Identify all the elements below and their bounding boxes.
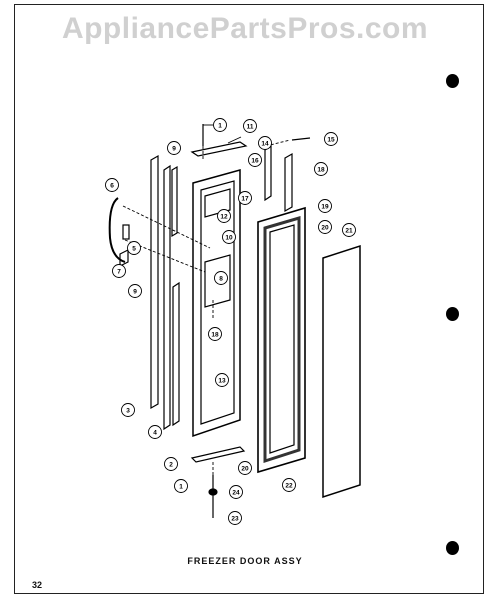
guide-line: [124, 239, 206, 273]
callout-label: 21: [345, 228, 353, 235]
callout-14: [258, 136, 272, 150]
callout-22: [282, 478, 296, 492]
callout-15: [324, 132, 338, 146]
watermark-text: AppliancePartsPros.com: [61, 12, 429, 45]
door-frame-inner: [200, 180, 235, 425]
callout-24: [229, 485, 243, 499]
callout-10: [222, 230, 236, 244]
callout-label: 12: [220, 214, 228, 221]
door-frame-outer: [192, 169, 241, 438]
callout-23: [228, 511, 242, 525]
part-4-strip: [163, 164, 171, 431]
part-6-handle: [108, 197, 126, 263]
binder-hole-bottom: [446, 541, 459, 555]
callout-16: [248, 153, 262, 167]
guide-line: [122, 205, 211, 249]
part-2-cap: [190, 446, 246, 463]
callout-3: [121, 403, 135, 417]
callout-label: 1: [179, 484, 183, 491]
callout-label: 19: [321, 204, 329, 211]
callout-label: 4: [153, 430, 157, 437]
part-21-panel: [322, 244, 361, 499]
part-18-strip: [172, 281, 180, 427]
callout-7: [112, 264, 126, 278]
callout-19: [318, 199, 332, 213]
page-border: [14, 4, 484, 594]
callout-label: 22: [285, 483, 293, 490]
callout-label: 5: [132, 246, 136, 253]
callout-label: 15: [327, 137, 335, 144]
screw-15: [291, 137, 311, 141]
part-9-strip: [171, 165, 178, 238]
callout-5: [127, 241, 141, 255]
callout-label: 20: [241, 466, 249, 473]
callout-21: [342, 223, 356, 237]
gasket-opening: [269, 224, 295, 454]
callout-2: [164, 457, 178, 471]
callout-20-bottom: [238, 461, 252, 475]
binder-hole-top: [446, 74, 459, 88]
callout-18-bottom: [208, 327, 222, 341]
part-11-cap: [190, 141, 248, 157]
callout-1-top: [213, 118, 227, 132]
part-24-plug: [208, 488, 218, 496]
page-number: 32: [32, 580, 43, 590]
callout-label: 24: [232, 490, 240, 497]
callout-label: 1: [218, 123, 222, 130]
callout-label: 2: [169, 462, 173, 469]
callout-label: 14: [261, 141, 269, 148]
callout-4: [148, 425, 162, 439]
callout-label: 17: [241, 196, 249, 203]
callout-9-bottom: [128, 284, 142, 298]
callout-1-bottom: [174, 479, 188, 493]
callout-13: [215, 373, 229, 387]
door-liner-top: [204, 188, 231, 218]
part-3-strip: [150, 154, 159, 410]
diagram-caption: FREEZER DOOR ASSY: [187, 556, 303, 566]
part-16-strip: [284, 152, 293, 213]
callout-label: 18: [317, 167, 325, 174]
callout-label: 9: [172, 146, 176, 153]
part-14-strip: [264, 144, 272, 202]
callout-label: 23: [231, 516, 239, 523]
callout-label: 13: [218, 378, 226, 385]
door-liner-mid: [204, 254, 231, 308]
callout-11: [243, 119, 257, 133]
callout-12: [217, 209, 231, 223]
callout-label: 11: [247, 124, 254, 131]
callout-9-top: [167, 141, 181, 155]
callout-label: 9: [133, 289, 137, 296]
callout-8: [214, 271, 228, 285]
guide-line: [265, 139, 291, 147]
binder-hole-middle: [446, 307, 459, 321]
callout-label: 6: [110, 183, 114, 190]
callout-label: 10: [225, 235, 233, 242]
callout-20-top: [318, 220, 332, 234]
part-7-bracket: [119, 249, 129, 267]
callout-label: 8: [219, 276, 223, 283]
gasket-inner: [263, 215, 301, 464]
callout-6: [105, 178, 119, 192]
callout-17: [238, 191, 252, 205]
callout-label: 7: [117, 269, 121, 276]
callout-label: 18: [211, 332, 219, 339]
callout-label: 20: [321, 225, 329, 232]
callout-18-top: [314, 162, 328, 176]
handle-bracket: [122, 224, 130, 240]
callout-label: 3: [126, 408, 130, 415]
callout-label: 16: [251, 158, 259, 165]
